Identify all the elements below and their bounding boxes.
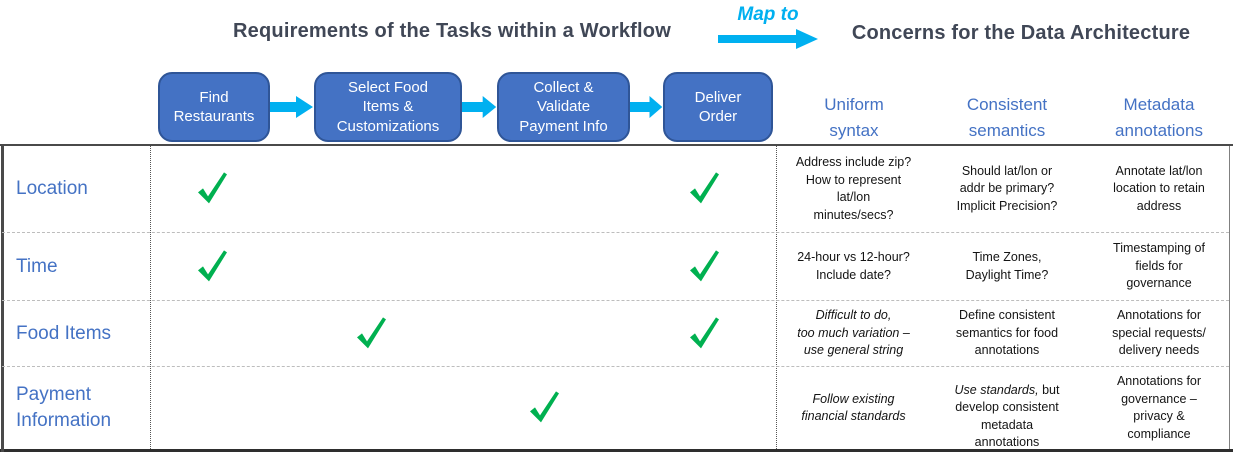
cell-location-uniform-syntax: Address include zip? How to represent la… <box>795 155 912 222</box>
row-divider <box>2 300 1229 301</box>
flow-arrow-icon <box>462 93 497 121</box>
row-divider <box>2 232 1229 233</box>
step-find-restaurants: Find Restaurants <box>158 72 270 142</box>
cell-payment-uniform-syntax: Follow existing financial standards <box>801 391 906 424</box>
cell-time-uniform-syntax: 24-hour vs 12-hour? Include date? <box>797 250 910 282</box>
column-header-metadata-annotations: Metadata annotations <box>1115 95 1203 141</box>
cell-food-consistent-semantics: Define consistent semantics for food ann… <box>955 308 1059 358</box>
architecture-title: Concerns for the Data Architecture <box>851 22 1191 44</box>
row-label-food-items: Food Items <box>16 322 112 344</box>
cell-payment-semantics-italic-lead: Use standards, <box>954 382 1039 397</box>
check-icon <box>528 391 562 423</box>
cell-time-consistent-semantics: Time Zones, Daylight Time? <box>965 250 1049 282</box>
cell-time-metadata-annotations: Timestamping of fields for governance <box>1113 241 1205 291</box>
column-header-consistent-semantics: Consistent semantics <box>966 95 1048 141</box>
row-divider <box>2 366 1229 367</box>
table-row: Location Address include zip? How to rep… <box>0 146 1239 232</box>
check-icon <box>196 172 230 204</box>
cell-location-consistent-semantics: Should lat/lon or addr be primary? Impli… <box>956 163 1058 213</box>
cell-food-metadata-annotations: Annotations for special requests/ delive… <box>1112 308 1206 358</box>
table-row: Food Items Difficult to do, too much var… <box>0 301 1239 366</box>
table-row: Payment Information Follow existing fina… <box>0 367 1239 449</box>
row-label-time: Time <box>16 255 58 277</box>
row-label-location: Location <box>16 178 88 200</box>
row-label-payment-information: Payment Information <box>16 384 112 431</box>
map-to-arrow-icon <box>718 28 820 55</box>
table-left-border <box>1 144 4 452</box>
column-header-uniform-syntax: Uniform syntax <box>824 95 884 141</box>
check-icon <box>688 249 722 282</box>
table-row: Time 24-hour vs 12-hour? Include date? T… <box>0 233 1239 300</box>
map-to-label: Map to <box>737 4 799 25</box>
cell-payment-consistent-semantics: Use standards, but develop consistent me… <box>931 367 1083 450</box>
checks-column-divider <box>776 146 777 449</box>
check-icon <box>355 316 389 349</box>
check-icon <box>688 316 722 349</box>
table-bottom-border <box>0 449 1233 452</box>
cell-payment-semantics-rest: but develop consistent metadata annotati… <box>955 382 1060 450</box>
cell-location-metadata-annotations: Annotate lat/lon location to retain addr… <box>1113 163 1205 213</box>
flow-arrow-icon <box>630 93 663 121</box>
flow-arrow-icon <box>270 93 314 121</box>
cell-food-uniform-syntax: Difficult to do, too much variation – us… <box>797 308 910 358</box>
step-select-food-items: Select Food Items & Customizations <box>314 72 462 142</box>
step-deliver-order: Deliver Order <box>663 72 773 142</box>
step-collect-validate-payment: Collect & Validate Payment Info <box>497 72 630 142</box>
check-icon <box>196 249 230 282</box>
cell-payment-metadata-annotations: Annotations for governance – privacy & c… <box>1116 374 1202 441</box>
table-top-border <box>0 144 1233 146</box>
workflow-title: Requirements of the Tasks within a Workf… <box>233 20 671 42</box>
check-icon <box>688 172 722 204</box>
label-column-divider <box>150 146 151 449</box>
table-right-border <box>1229 146 1230 449</box>
